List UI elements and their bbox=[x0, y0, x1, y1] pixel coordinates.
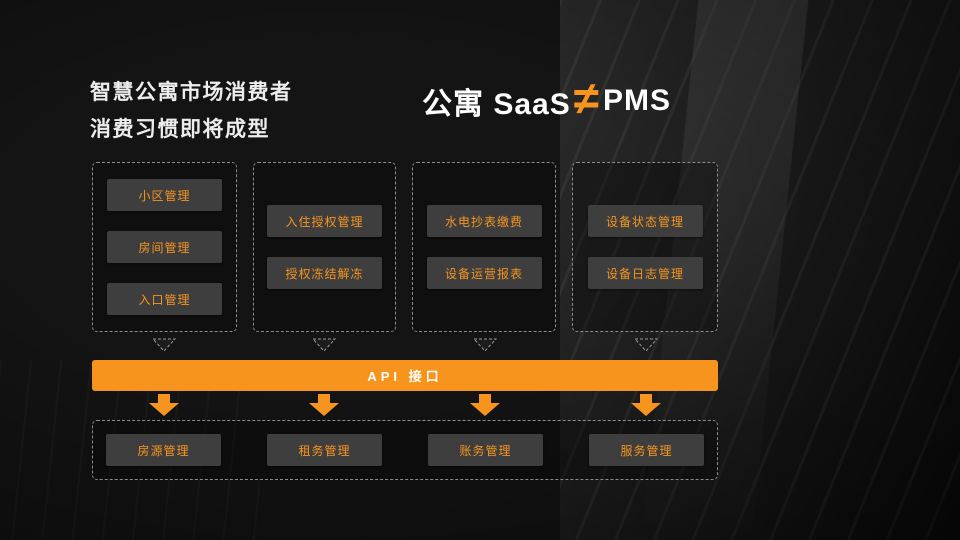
dashed-arrow-down-icon bbox=[472, 337, 498, 353]
title-right: PMS bbox=[602, 84, 671, 117]
module-button: 小区管理 bbox=[107, 179, 222, 211]
module-group-1: 小区管理 房间管理 入口管理 bbox=[92, 162, 237, 332]
subtitle-line-2: 消费习惯即将成型 bbox=[90, 118, 270, 141]
module-group-2: 入住授权管理 授权冻结解冻 bbox=[253, 162, 396, 332]
title-left: 公寓 SaaS bbox=[422, 88, 571, 121]
solid-arrow-down-icon bbox=[470, 394, 500, 416]
solid-arrow-down-icon bbox=[631, 394, 661, 416]
pms-module-row: 房源管理 租务管理 账务管理 服务管理 bbox=[92, 420, 718, 480]
module-button: 设备状态管理 bbox=[587, 205, 703, 237]
solid-arrow-down-icon bbox=[309, 394, 339, 416]
module-button: 入口管理 bbox=[107, 283, 222, 315]
slide-subtitle: 智慧公寓市场消费者 消费习惯即将成型 bbox=[90, 74, 293, 148]
solid-arrow-down-icon bbox=[149, 394, 179, 416]
module-group-3: 水电抄表缴费 设备运营报表 bbox=[412, 162, 556, 332]
slide-title: 公寓 SaaS ≠ PMS bbox=[422, 72, 671, 124]
module-button: 房间管理 bbox=[107, 231, 222, 263]
pms-module-button: 服务管理 bbox=[589, 434, 704, 466]
module-button: 设备日志管理 bbox=[587, 257, 703, 289]
api-bar: API 接口 bbox=[92, 360, 718, 391]
pms-module-button: 房源管理 bbox=[106, 434, 221, 466]
dashed-arrow-down-icon bbox=[151, 337, 177, 353]
not-equal-icon: ≠ bbox=[573, 72, 600, 124]
module-button: 入住授权管理 bbox=[267, 205, 382, 237]
pms-module-button: 账务管理 bbox=[428, 434, 543, 466]
dashed-arrow-down-icon bbox=[633, 337, 659, 353]
pms-module-button: 租务管理 bbox=[267, 434, 382, 466]
module-group-4: 设备状态管理 设备日志管理 bbox=[572, 162, 718, 332]
subtitle-line-1: 智慧公寓市场消费者 bbox=[90, 81, 293, 104]
module-button: 设备运营报表 bbox=[426, 257, 542, 289]
module-button: 授权冻结解冻 bbox=[267, 257, 382, 289]
dashed-arrow-down-icon bbox=[311, 337, 337, 353]
module-button: 水电抄表缴费 bbox=[426, 205, 542, 237]
